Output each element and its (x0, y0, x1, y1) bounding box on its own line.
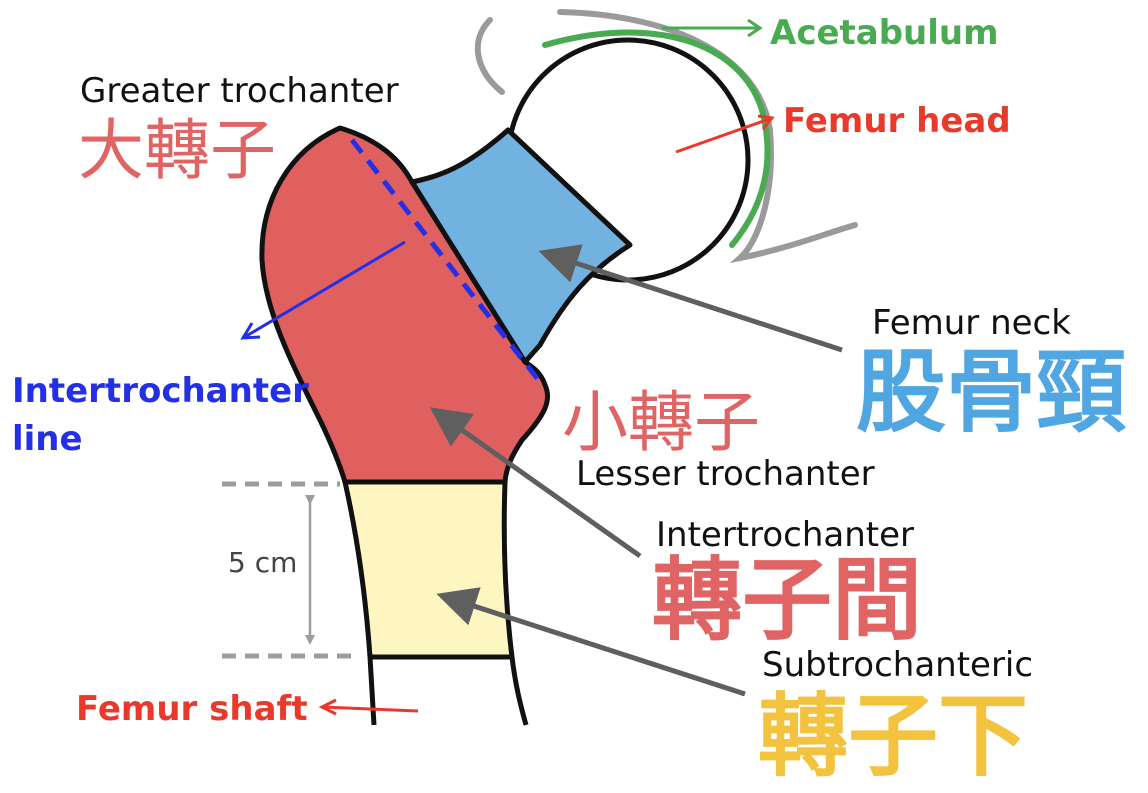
intertrochanter-line-pointer (240, 240, 406, 340)
acetabulum-label: Acetabulum (770, 13, 999, 53)
intertrochanter-jp-label: 轉子間 (652, 548, 922, 653)
acetabulum-outline (474, 9, 858, 264)
subtrochanteric-jp-label: 轉子下 (758, 684, 1028, 789)
femur-shaft-label: Femur shaft (76, 689, 308, 729)
intertrochanter-line-label-2: line (12, 419, 83, 459)
femur-head-label: Femur head (783, 101, 1011, 141)
intertrochanter-pointer (429, 407, 642, 559)
subtrochanteric-region (342, 479, 515, 660)
lesser-trochanter-en-label: Lesser trochanter (576, 454, 875, 494)
subtrochanteric-en-label: Subtrochanteric (762, 645, 1034, 685)
femur-shaft-left (367, 656, 377, 726)
dimension-label: 5 cm (228, 546, 298, 579)
greater-trochanter-en-label: Greater trochanter (80, 71, 399, 111)
intertrochanter-en-label: Intertrochanter (656, 515, 915, 555)
subtrochanteric-pointer (436, 587, 746, 697)
greater-trochanter-jp-label: 大轉子 (78, 112, 276, 189)
acetabulum-arc (542, 29, 771, 248)
femur-neck-jp-label: 股骨頸 (856, 340, 1126, 445)
femur-shaft-right (509, 656, 529, 726)
femur-neck-en-label: Femur neck (872, 303, 1071, 343)
femur-head-pointer (675, 114, 775, 154)
lesser-trochanter-jp-label: 小轉子 (562, 384, 760, 461)
femur-neck-region (409, 127, 633, 365)
acetabulum-pointer (662, 18, 763, 38)
intertrochanter-line-label-1: Intertrochanter (12, 371, 309, 411)
femur-neck-pointer (538, 244, 843, 353)
femur-shaft-pointer (318, 698, 419, 716)
